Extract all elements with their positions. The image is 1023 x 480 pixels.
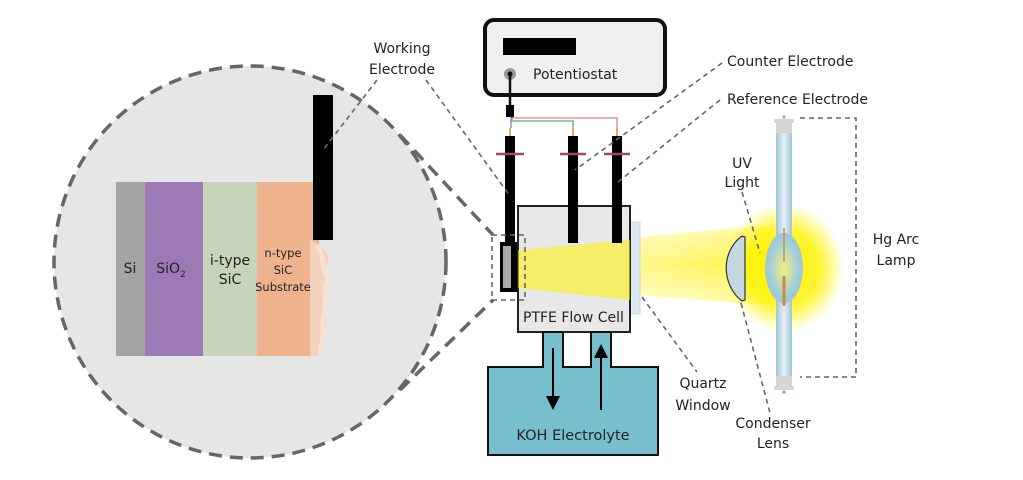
layer-label-sio2: SiO2: [156, 261, 186, 280]
flow-cell-label: PTFE Flow Cell: [523, 310, 624, 326]
leader-uv-light: [741, 191, 761, 254]
lamp-bulb: [765, 233, 803, 303]
layer-n-sic: [257, 182, 319, 356]
leader-counter-electrode: [574, 62, 723, 171]
magnifier-inset: Si SiO2 i-type SiC n-type SiC Substrate: [52, 64, 448, 460]
potentiostat-box: [483, 18, 667, 97]
leader-condenser-lens: [740, 302, 771, 414]
label-reference-electrode: Reference Electrode: [727, 92, 868, 108]
layer-label-i-sic: SiC: [219, 272, 242, 288]
magnifier-connector-bottom: [398, 298, 495, 392]
hg-arc-lamp: [765, 115, 857, 394]
potentiostat-label: Potentiostat: [533, 67, 618, 83]
layer-label-substrate: Substrate: [255, 280, 311, 294]
counter-electrode: [560, 136, 586, 243]
reference-electrode: [604, 136, 630, 243]
potentiostat: Potentiostat: [483, 18, 667, 97]
potentiostat-display: [503, 38, 576, 55]
leader-reference-electrode: [617, 99, 721, 183]
lamp-cap-top: [776, 121, 792, 133]
electrode-contact: [313, 95, 333, 240]
leader-quartz-window: [641, 296, 698, 373]
layer-i-sic: [203, 182, 257, 356]
ptfe-flow-cell: PTFE Flow Cell: [517, 205, 641, 333]
reservoir-tank: [487, 331, 659, 456]
sample: [503, 246, 511, 288]
magnifier-border: [52, 64, 448, 460]
label-uv-light-line2: Light: [725, 175, 760, 191]
layer-sio2: [145, 182, 203, 356]
label-working-electrode-line2: Electrode: [369, 62, 435, 78]
label-condenser-lens-line2: Lens: [757, 436, 789, 452]
leader-working-electrode: [425, 79, 511, 197]
label-counter-electrode: Counter Electrode: [727, 54, 853, 70]
electrolyte-label: KOH Electrolyte: [516, 428, 629, 444]
condenser-lens: [725, 235, 746, 302]
quartz-window: [629, 221, 641, 315]
layer-label-n-sic: SiC: [274, 263, 293, 277]
cable-connector: [506, 105, 514, 117]
working-electrode: [496, 136, 524, 292]
working-electrode-highlight: [491, 234, 526, 301]
wire-counter: [511, 117, 574, 128]
wire-reference: [512, 117, 618, 128]
lamp-cap-bottom: [776, 376, 792, 388]
lamp-bracket: [800, 117, 857, 378]
electrolyte-reservoir: KOH Electrolyte: [487, 331, 659, 456]
label-uv-light-line1: UV: [732, 156, 752, 172]
label-working-electrode-line1: Working: [373, 41, 430, 57]
label-hg-lamp-line1: Hg Arc: [873, 232, 920, 248]
layer-label-n-type: n-type: [264, 246, 301, 260]
label-hg-lamp-line2: Lamp: [877, 253, 916, 269]
magnifier-connector-top: [398, 133, 495, 237]
layer-si: [116, 182, 145, 356]
label-quartz-window-line2: Window: [675, 398, 730, 414]
label-quartz-window-line1: Quartz: [679, 376, 726, 392]
layer-label-i-type: i-type: [210, 253, 250, 269]
layer-label-si: Si: [124, 261, 137, 277]
label-condenser-lens-line1: Condenser: [735, 416, 810, 432]
leader-working-electrode-inset: [322, 79, 378, 151]
